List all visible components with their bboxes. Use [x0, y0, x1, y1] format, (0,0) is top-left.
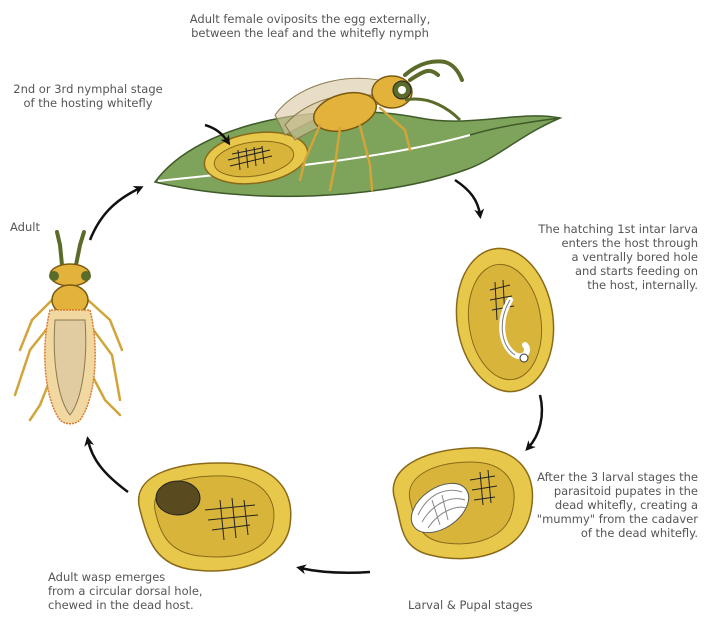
arrow-leaf-to-larva [455, 180, 480, 215]
arrow-adult-to-leaf [90, 188, 140, 240]
label-emergence: Adult wasp emerges from a circular dorsa… [48, 570, 248, 612]
label-adult: Adult [10, 220, 70, 234]
label-oviposit: Adult female oviposits the egg externall… [150, 12, 470, 40]
arrow-pupa-to-emergence [300, 568, 370, 573]
label-pupation: After the 3 larval stages the parasitoid… [490, 470, 698, 540]
arrow-emergence-to-adult [88, 440, 128, 492]
label-larval-pupal: Larval & Pupal stages [408, 598, 588, 612]
label-nymphal-stage: 2nd or 3rd nymphal stage of the hosting … [0, 82, 176, 110]
adult-wasp [15, 232, 122, 424]
host-with-emergence-hole [139, 463, 291, 571]
arrow-larva-to-pupa [528, 395, 542, 448]
label-hatching: The hatching 1st intar larva enters the … [490, 222, 698, 292]
